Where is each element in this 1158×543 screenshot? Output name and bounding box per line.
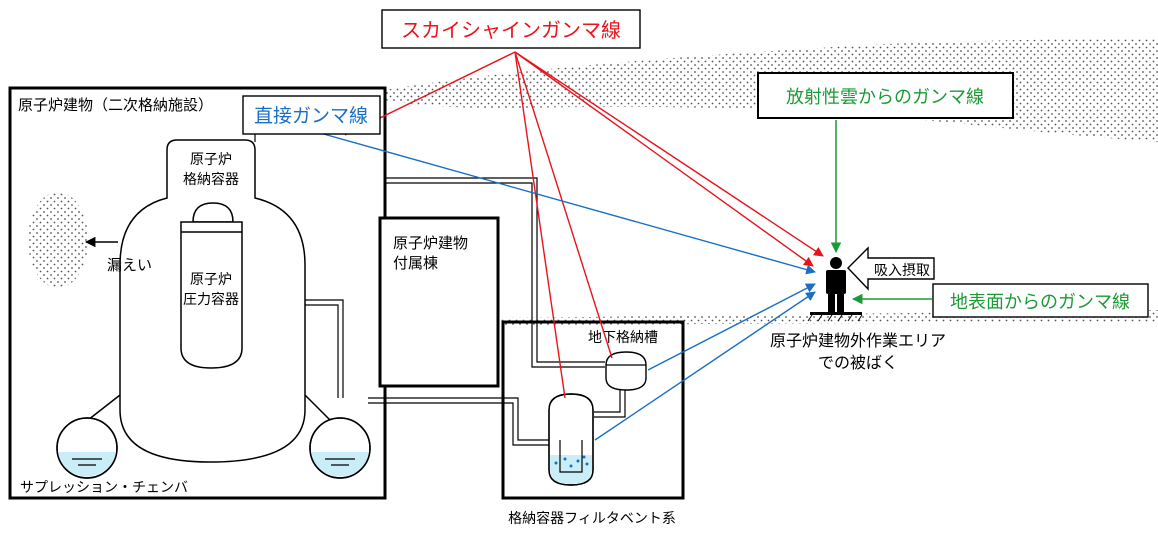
underground-tank — [605, 351, 647, 391]
direct-gamma-label-box — [242, 95, 381, 135]
filter-vessel — [548, 393, 594, 486]
direct-gamma-rays — [319, 132, 816, 441]
aux-building-label-2: 付属棟 — [393, 254, 438, 272]
left-downcomer — [87, 394, 121, 421]
containment-vessel-label-1: 原子炉 — [190, 152, 232, 168]
leak-label: 漏えい — [107, 256, 152, 274]
suppression-chamber-label: サプレッション・チェンバ — [20, 480, 188, 496]
right-downcomer — [304, 394, 331, 421]
leak-cloud — [28, 192, 88, 288]
suppression-chamber-left — [56, 417, 118, 479]
aux-building-label-1: 原子炉建物 — [393, 234, 468, 252]
skyshine-rays — [344, 51, 824, 399]
containment-vessel-label-2: 格納容器 — [183, 171, 239, 188]
pressure-vessel — [180, 221, 243, 369]
vent-piping — [254, 124, 626, 446]
underground-tank-building — [501, 320, 685, 500]
skyshine-label: スカイシャインガンマ線 — [401, 18, 621, 42]
filter-vent-label: 格納容器フィルタベント系 — [508, 510, 676, 527]
reactor-building-label: 原子炉建物（二次格納施設） — [18, 96, 213, 114]
suppression-chamber-right — [309, 417, 371, 479]
pressure-vessel-label-2: 圧力容器 — [183, 291, 239, 308]
work-area-label-1: 原子炉建物外作業エリア — [770, 331, 946, 350]
aux-building — [378, 216, 500, 388]
worker-figure — [807, 257, 863, 322]
cloud-gamma-label-box — [757, 72, 1014, 119]
cloud-gamma-label: 放射性雲からのガンマ線 — [786, 87, 984, 108]
pressure-vessel-label-1: 原子炉 — [190, 272, 232, 288]
inhalation-label: 吸入摂取 — [874, 263, 930, 279]
direct-gamma-label: 直接ガンマ線 — [254, 105, 368, 127]
work-area-label-2: での被ばく — [818, 353, 898, 372]
pressure-vessel-dome — [192, 202, 234, 223]
ground-gamma-label: 地表面からのガンマ線 — [950, 292, 1130, 313]
ground-gamma-label-box — [932, 283, 1149, 318]
underground-tank-label: 地下格納槽 — [588, 330, 658, 346]
skyshine-label-box — [381, 9, 641, 49]
inhalation-arrow — [847, 246, 935, 291]
